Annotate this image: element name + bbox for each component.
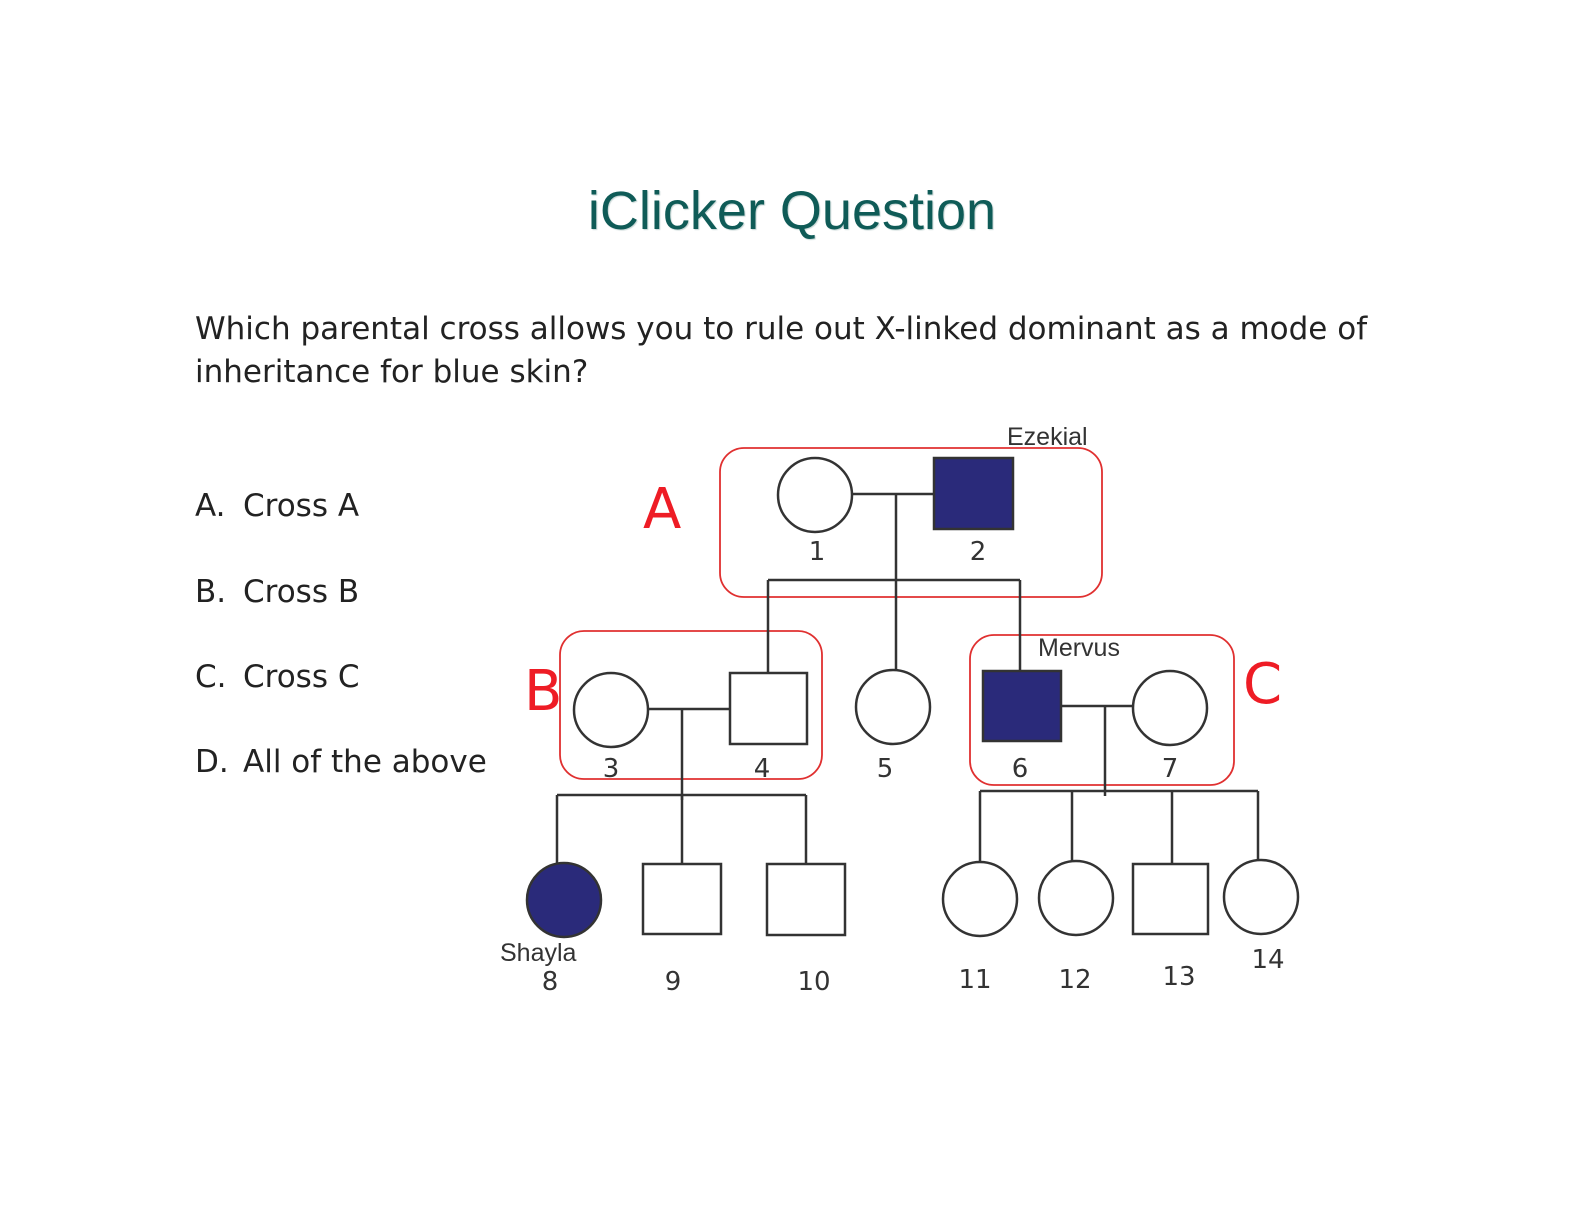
option-letter: C. [195, 659, 227, 695]
individual-number: 13 [1162, 962, 1195, 992]
individual-number: 3 [603, 754, 620, 784]
individual-number: 12 [1058, 965, 1091, 995]
individual-8-female [525, 861, 603, 939]
cross-box-c [969, 634, 1235, 786]
individual-5-female [854, 668, 932, 746]
individual-9-male [641, 862, 723, 936]
individual-6-male [981, 669, 1063, 743]
individual-1-female [776, 456, 854, 534]
individual-number: 11 [958, 965, 991, 995]
option-c[interactable]: C. Cross C [195, 659, 359, 695]
question-text: Which parental cross allows you to rule … [195, 311, 1368, 390]
slide-title: iClicker Question [587, 181, 997, 241]
individual-4-male [728, 671, 809, 746]
option-d[interactable]: D. All of the above [195, 744, 487, 780]
option-letter: B. [195, 574, 227, 610]
cross-box-a [719, 447, 1103, 598]
individual-13-male [1131, 862, 1210, 936]
individual-number: 1 [809, 537, 826, 567]
cross-label-b: B [524, 659, 562, 724]
cross-box-b [559, 630, 823, 780]
individual-3-female [572, 671, 650, 749]
cross-label-c: C [1243, 652, 1282, 717]
option-label: Cross B [243, 574, 360, 610]
cross-label-a: A [643, 477, 681, 542]
individual-11-female [941, 860, 1019, 938]
individual-name-mervus: Mervus [1038, 634, 1120, 662]
individual-number: 14 [1251, 945, 1284, 975]
individual-name-ezekial: Ezekial [1007, 423, 1088, 451]
individual-number: 2 [970, 537, 987, 567]
option-label: Cross C [243, 659, 360, 695]
individual-number: 6 [1012, 754, 1029, 784]
individual-10-male [765, 862, 847, 937]
individual-number: 9 [665, 967, 682, 997]
option-label: Cross A [243, 488, 360, 524]
pedigree-individuals [525, 456, 1300, 939]
individual-number: 7 [1162, 754, 1179, 784]
individual-14-female [1222, 858, 1300, 936]
option-letter: A. [195, 488, 226, 524]
individual-name-shayla: Shayla [500, 939, 577, 967]
individual-number: 4 [754, 754, 771, 784]
option-b[interactable]: B. Cross B [195, 574, 359, 610]
individual-7-female [1131, 669, 1209, 747]
option-label: All of the above [243, 744, 487, 780]
pedigree-lines [555, 492, 1260, 864]
option-a[interactable]: A. Cross A [195, 488, 359, 524]
individual-number: 10 [797, 967, 830, 997]
individual-number: 8 [542, 967, 559, 997]
option-letter: D. [195, 744, 229, 780]
individual-2-male [932, 456, 1015, 531]
individual-number: 5 [877, 754, 894, 784]
individual-12-female [1037, 859, 1115, 937]
